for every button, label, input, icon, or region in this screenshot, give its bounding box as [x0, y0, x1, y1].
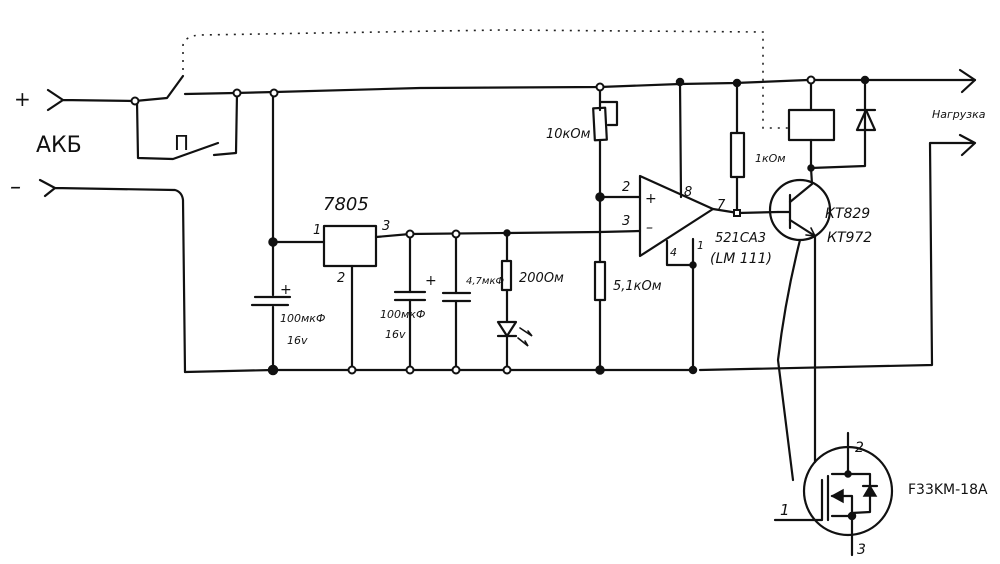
- cap-filter-value: 4,7мкФ: [466, 276, 504, 287]
- led-emission-arrows: [517, 327, 533, 347]
- led-resistor-value: 200Ом: [519, 271, 564, 286]
- led-resistor: [500, 259, 513, 292]
- battery-minus-sign: –: [10, 175, 21, 200]
- transistor-emitter-arrow: [805, 227, 817, 237]
- relay-switch-contact: [133, 74, 185, 103]
- battery-plus-sign: +: [14, 87, 31, 111]
- cap-filter-plates: [441, 291, 472, 303]
- led-diode: [496, 320, 518, 338]
- mosfet-label: F33KM-18A: [908, 482, 988, 498]
- button-label: П: [174, 131, 189, 155]
- mosfet-gate-link: [776, 238, 802, 482]
- relay-coil-wire: [809, 78, 867, 170]
- mosfet-gate: [773, 474, 830, 522]
- regulator-label: 7805: [323, 194, 369, 215]
- trim-wiper: [599, 100, 619, 127]
- comparator-gnd-wire: [665, 237, 695, 267]
- pullup-resistor: [729, 131, 746, 179]
- transistor-label-2: КТ972: [827, 230, 872, 246]
- battery-minus-terminal: [38, 178, 187, 374]
- mosfet-pin-drain: 2: [855, 440, 864, 456]
- battery-plus-terminal: [46, 88, 137, 112]
- comparator-pin-gnd: 4: [670, 246, 677, 259]
- load-label: Нагрузка: [932, 108, 986, 121]
- comparator-minus-sign: –: [646, 220, 653, 236]
- relay-coil: [787, 108, 836, 142]
- comparator-alt-label: (LM 111): [710, 251, 772, 267]
- transistor-body: [768, 178, 832, 242]
- regulator-pin-out: 3: [382, 219, 390, 234]
- divider-resistor: [593, 260, 607, 302]
- cap-output-polarity: +: [425, 273, 437, 289]
- comparator-pin-plus: 2: [622, 180, 630, 195]
- ground-rail: [183, 368, 695, 374]
- transistor-base: [776, 193, 792, 230]
- regulator-pin-in: 1: [313, 223, 321, 238]
- load-minus-terminal: [698, 133, 977, 372]
- comparator-pin-1: 1: [697, 239, 704, 252]
- mosfet-channel-arrow: [830, 488, 844, 504]
- comparator-plus-sign: +: [645, 191, 657, 207]
- trim-resistor: [592, 106, 608, 142]
- flyback-diode: [855, 108, 877, 132]
- comparator-pin-vcc: 8: [684, 185, 692, 200]
- junction-nodes: [130, 75, 870, 521]
- top-rail: [183, 78, 977, 96]
- cap-input-value: 100мкФ: [280, 312, 325, 325]
- cap-input-polarity: +: [280, 282, 292, 298]
- transistor-collector: [788, 166, 814, 204]
- divider-resistor-value: 5,1кОм: [613, 279, 662, 294]
- comparator-pin-out: 7: [717, 198, 726, 213]
- mosfet-source: [830, 494, 854, 557]
- cap-input-voltage: 16v: [287, 334, 308, 347]
- trim-resistor-value: 10кОм: [546, 127, 591, 142]
- transistor-label-1: КТ829: [825, 206, 870, 222]
- transistor-emitter: [788, 218, 817, 464]
- button-right-wire: [212, 91, 239, 157]
- cap-output-value: 100мкФ: [380, 308, 425, 321]
- output-plus-terminal: [958, 68, 977, 94]
- mosfet-pin-gate: 1: [780, 501, 790, 519]
- button-loop: [135, 99, 220, 161]
- comparator-pin-minus: 3: [622, 214, 630, 229]
- mosfet-body-diode: [862, 484, 878, 497]
- regulator-pin-gnd: 2: [337, 271, 345, 286]
- comparator-triangle: [638, 174, 715, 258]
- cap-output-plates: [393, 290, 427, 302]
- comparator-vcc-wire: [678, 80, 683, 199]
- pullup-resistor-value: 1кОм: [755, 152, 786, 165]
- comparator-label: 521СА3: [715, 231, 766, 246]
- mosfet-pin-source: 3: [857, 542, 866, 558]
- battery-label: АКБ: [36, 133, 82, 158]
- regulator-7805: [322, 224, 378, 268]
- cap-output-voltage: 16v: [385, 328, 406, 341]
